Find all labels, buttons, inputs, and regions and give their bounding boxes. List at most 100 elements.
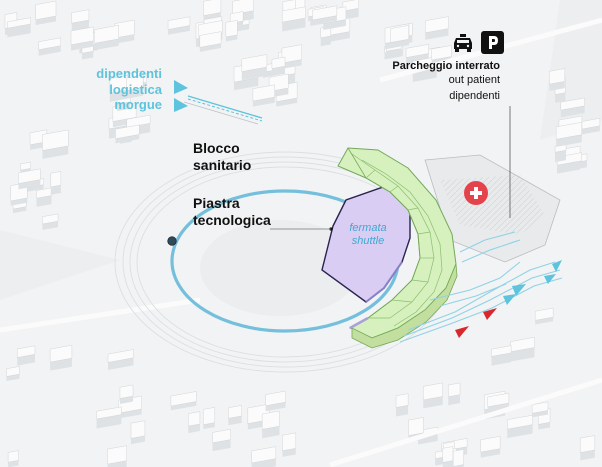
city-building-side — [555, 150, 567, 163]
city-building-side — [114, 34, 135, 44]
city-building — [96, 406, 122, 420]
city-building-side — [320, 36, 331, 47]
city-building-side — [10, 197, 28, 206]
city-building-side — [425, 28, 449, 40]
city-building — [531, 401, 549, 414]
ring-node-left — [167, 236, 177, 246]
arrow-icon — [174, 98, 188, 112]
city-building — [556, 152, 582, 166]
city-building — [579, 435, 596, 453]
city-building-side — [580, 449, 595, 461]
staff-access-line: logistica — [109, 81, 162, 97]
city-building-side — [23, 184, 44, 193]
city-building — [170, 391, 197, 407]
city-building-side — [234, 77, 259, 91]
city-building-side — [107, 357, 134, 370]
piastra-line: tecnologica — [193, 212, 271, 228]
city-building-side — [276, 97, 298, 107]
city-building — [487, 392, 510, 408]
city-building-side — [199, 43, 222, 52]
shuttle-line: shuttle — [351, 235, 385, 247]
parking-title: Parcheggio interrato — [392, 60, 500, 72]
city-building-side — [577, 125, 600, 136]
parking-zone — [424, 154, 561, 263]
city-building — [70, 26, 94, 46]
city-building — [241, 54, 268, 72]
city-building-side — [386, 48, 402, 58]
city-building-side — [228, 415, 242, 426]
city-building — [431, 45, 452, 61]
city-building — [115, 124, 140, 140]
city-building — [119, 384, 134, 399]
city-building — [35, 0, 57, 21]
city-building — [442, 446, 454, 463]
city-building — [203, 407, 216, 426]
city-building — [232, 0, 254, 15]
city-building — [252, 84, 275, 102]
city-building-side — [507, 424, 533, 439]
city-building-side — [251, 458, 276, 467]
city-building — [42, 129, 69, 151]
city-building-side — [71, 40, 94, 51]
piastra-line: Piastra — [193, 195, 240, 211]
city-building — [7, 450, 19, 463]
city-building — [94, 24, 119, 44]
arrow-icon — [552, 260, 562, 272]
city-building — [282, 432, 297, 452]
city-building — [480, 435, 501, 453]
staff-access-line: dipendenti — [96, 66, 162, 81]
city-building-side — [118, 409, 142, 419]
city-building-side — [168, 25, 190, 35]
city-building-side — [81, 51, 94, 60]
city-building — [50, 171, 62, 188]
inner-lawn — [200, 220, 360, 316]
city-building-side — [94, 38, 119, 51]
parking-icon — [481, 31, 504, 54]
shuttle-line: fermata — [349, 222, 387, 234]
city-building — [390, 25, 409, 43]
city-building — [251, 446, 277, 464]
city-building — [7, 17, 31, 29]
city-building — [36, 187, 52, 199]
city-building-side — [18, 179, 41, 190]
city-building — [212, 428, 231, 444]
city-building — [491, 345, 512, 357]
city-building — [228, 405, 242, 419]
city-building-side — [13, 206, 27, 214]
city-building-side — [265, 402, 286, 412]
city-building-side — [487, 402, 509, 412]
city-building — [507, 414, 533, 430]
city-building-side — [262, 426, 280, 439]
parking-sub-line: out patient — [448, 74, 500, 86]
city-building-side — [557, 160, 582, 172]
taxi-icon — [452, 34, 474, 52]
city-building-side — [396, 405, 409, 417]
city-building-side — [126, 87, 144, 99]
city-building — [422, 382, 444, 401]
city-building-side — [556, 134, 582, 147]
city-building-side — [117, 101, 131, 112]
city-building-side — [406, 53, 429, 65]
city-building — [265, 390, 286, 407]
city-building-side — [549, 81, 565, 91]
city-building-side — [480, 448, 501, 458]
parking-sub-line: dipendenti — [449, 90, 500, 102]
city-building — [560, 97, 585, 111]
city-building — [452, 449, 464, 467]
city-building — [188, 411, 201, 427]
city-building-side — [50, 185, 61, 195]
city-building — [71, 9, 90, 24]
city-building-side — [271, 66, 286, 76]
city-building-side — [35, 16, 56, 26]
hospital-cross-icon — [464, 181, 488, 205]
city-building — [20, 161, 31, 171]
city-building-side — [423, 396, 443, 409]
city-building-side — [555, 92, 566, 103]
city-building-side — [342, 8, 359, 20]
city-building-side — [107, 460, 127, 467]
